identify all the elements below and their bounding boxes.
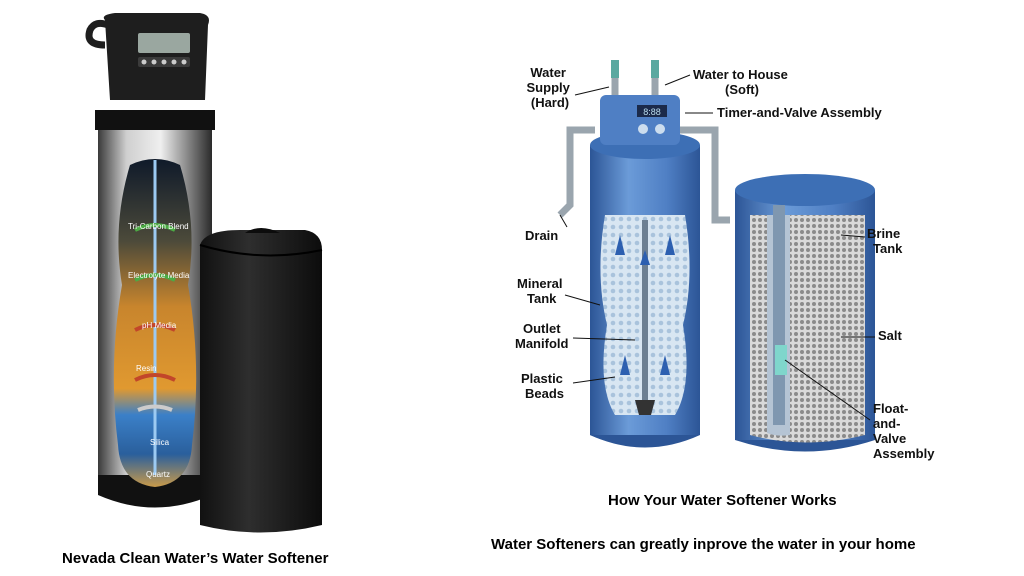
diagram-title: How Your Water Softener Works <box>608 492 837 509</box>
layer-label: Silica <box>150 438 170 447</box>
label-water-supply: Water <box>530 65 566 80</box>
layer-label: Resin <box>136 364 156 373</box>
svg-text:Outlet Manifold: Outlet Manifold <box>515 321 568 351</box>
svg-text:Plastic Beads: Plastic Beads <box>521 371 567 401</box>
svg-text:8:88: 8:88 <box>643 107 661 117</box>
label-plastic-beads: Plastic <box>521 371 563 386</box>
label-float-valve: Float- <box>873 401 908 416</box>
svg-text:Float- and- Valve: Float- and- Valve Assembly <box>873 401 935 461</box>
brine-tank <box>735 174 875 452</box>
svg-text:Brine Tank: Brine Tank <box>867 226 904 256</box>
how-it-works-diagram: 8:88 Water Supply (Hard) Water to House … <box>515 60 935 461</box>
layer-label: Electrolyte Media <box>128 271 190 280</box>
diagram-subtitle: Water Softeners can greatly inprove the … <box>491 536 916 553</box>
svg-text:Water Supply (Hard): Water Supply (Hard) <box>527 65 574 110</box>
layer-label: Tri-Carbon Blend <box>128 222 189 231</box>
svg-text:Water to House (Soft): Water to House (Soft) <box>693 67 791 97</box>
layer-label: pH Media <box>142 321 177 330</box>
label-salt: Salt <box>878 328 903 343</box>
label-outlet-manifold: Outlet <box>523 321 561 336</box>
lcd-display <box>138 33 190 53</box>
label-brine-tank: Brine <box>867 226 900 241</box>
left-caption: Nevada Clean Water’s Water Softener <box>62 550 329 567</box>
svg-text:Mineral Tank: Mineral Tank <box>517 276 566 306</box>
mineral-tank <box>590 131 700 448</box>
brine-tank <box>199 228 323 533</box>
layer-label: Quartz <box>146 470 170 479</box>
label-timer-valve: Timer-and-Valve Assembly <box>717 105 883 120</box>
control-head <box>85 13 209 100</box>
flow-arrows <box>134 223 176 282</box>
softener-product-illustration: Tri-Carbon Blend Electrolyte Media pH Me… <box>85 13 323 533</box>
label-mineral-tank: Mineral <box>517 276 563 291</box>
label-water-to-house: Water to House <box>693 67 788 82</box>
label-drain: Drain <box>525 228 558 243</box>
timer-valve-head: 8:88 <box>600 95 680 145</box>
